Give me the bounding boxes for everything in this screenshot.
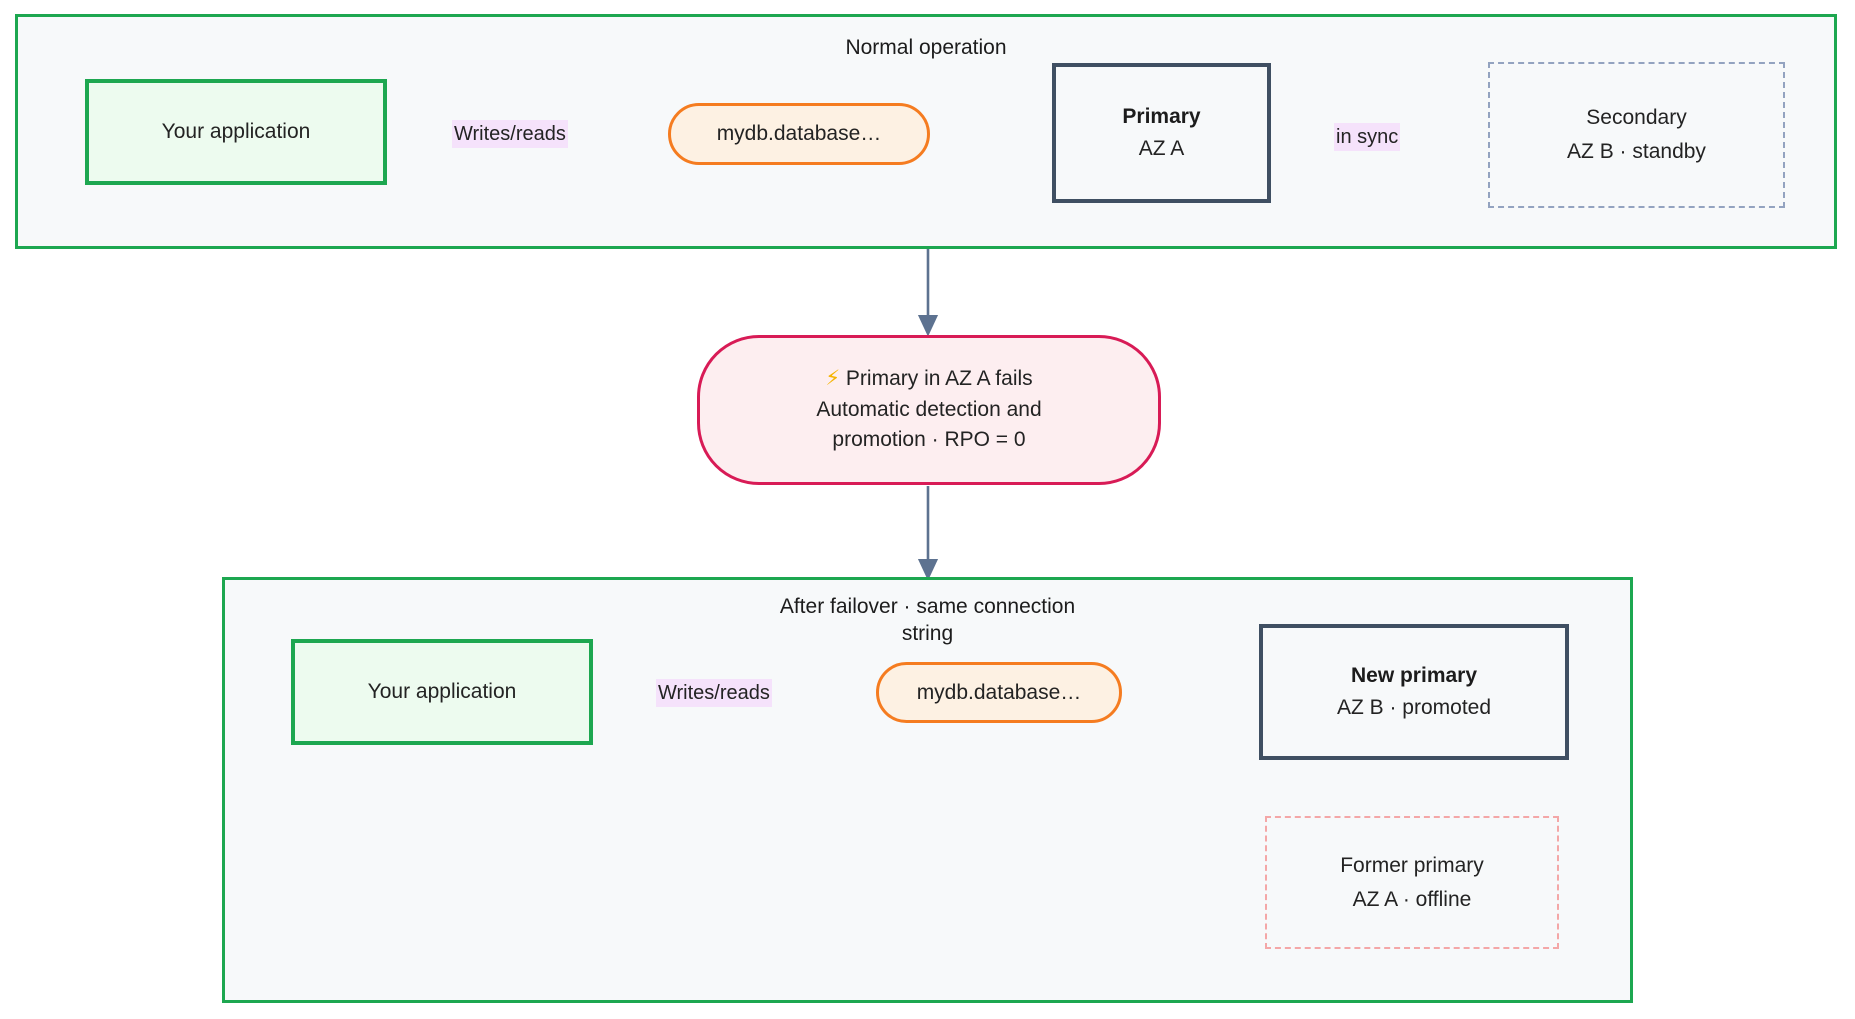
node-label: mydb.database… (716, 122, 882, 145)
failure-line-1: Primary in AZ A fails (845, 367, 1033, 391)
node-primary-top[interactable]: Primary AZ A (1052, 63, 1271, 203)
panel-title-after-failover: After failover · same connection string (225, 594, 1630, 648)
failure-line-1-row: ⚡ Primary in AZ A fails (825, 364, 1032, 394)
lightning-bolt-icon: ⚡ (825, 367, 841, 391)
panel-title-normal-operation: Normal operation (845, 36, 1007, 59)
node-subtitle: AZ A (1138, 137, 1185, 160)
node-secondary-top[interactable]: Secondary AZ B · standby (1488, 62, 1785, 208)
node-title: Former primary (1340, 853, 1484, 877)
failure-line-3: promotion · RPO = 0 (832, 428, 1026, 452)
edge-label-writes-reads-bottom: Writes/reads (656, 679, 772, 707)
node-title: Primary (1122, 105, 1201, 128)
node-subtitle: AZ A · offline (1352, 887, 1472, 911)
node-label: mydb.database… (916, 680, 1082, 704)
node-title: Secondary (1586, 106, 1687, 129)
failure-line-2: Automatic detection and (816, 397, 1042, 421)
panel-title-line-2: string (901, 621, 954, 645)
node-subtitle: AZ B · standby (1567, 140, 1706, 163)
node-subtitle: AZ B · promoted (1336, 696, 1492, 719)
edge-label-in-sync: in sync (1334, 123, 1401, 151)
node-label: Your application (161, 120, 311, 143)
node-label: Your application (367, 680, 517, 703)
node-title: New primary (1350, 664, 1478, 687)
node-new-primary[interactable]: New primary AZ B · promoted (1259, 624, 1569, 760)
node-endpoint-bottom[interactable]: mydb.database… (876, 662, 1122, 723)
panel-title-line-1: After failover · same connection (779, 595, 1076, 618)
node-your-application-top[interactable]: Your application (85, 79, 387, 185)
node-failure-event[interactable]: ⚡ Primary in AZ A fails Automatic detect… (697, 335, 1161, 485)
node-your-application-bottom[interactable]: Your application (291, 639, 593, 745)
edge-label-writes-reads-top: Writes/reads (452, 120, 568, 148)
node-endpoint-top[interactable]: mydb.database… (668, 103, 930, 165)
node-former-primary[interactable]: Former primary AZ A · offline (1265, 816, 1559, 949)
